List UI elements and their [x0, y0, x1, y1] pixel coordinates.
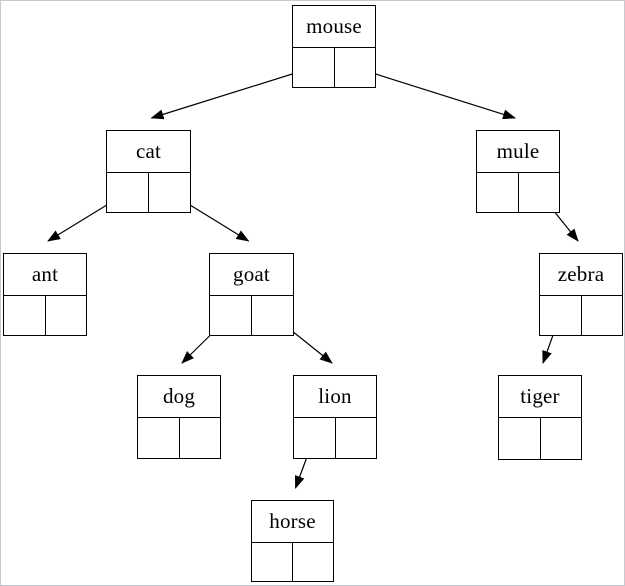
tree-node-goat: goat — [209, 253, 294, 336]
node-label: cat — [107, 131, 190, 173]
right-pointer-cell — [292, 543, 333, 581]
tree-node-horse: horse — [251, 500, 334, 582]
left-pointer-cell — [477, 173, 518, 212]
node-label: mouse — [293, 6, 375, 48]
node-label: goat — [210, 254, 293, 296]
left-pointer-cell — [4, 296, 45, 335]
node-label: mule — [477, 131, 559, 173]
tree-edge-mouse-mule — [354, 66, 516, 120]
node-label: horse — [252, 501, 333, 543]
left-pointer-cell — [293, 48, 334, 87]
right-pointer-cell — [251, 296, 293, 335]
left-pointer-cell — [540, 296, 581, 335]
tree-node-lion: lion — [293, 375, 377, 459]
right-pointer-cell — [333, 48, 376, 87]
left-pointer-cell — [138, 418, 179, 458]
right-pointer-cell — [44, 296, 87, 335]
node-pointer-cells — [499, 418, 581, 459]
node-label: tiger — [499, 376, 581, 418]
right-pointer-cell — [178, 418, 221, 458]
node-pointer-cells — [293, 48, 375, 87]
node-pointer-cells — [540, 296, 622, 335]
right-pointer-cell — [580, 296, 623, 335]
tree-node-zebra: zebra — [539, 253, 623, 336]
tree-node-ant: ant — [3, 253, 87, 336]
node-pointer-cells — [4, 296, 86, 335]
node-pointer-cells — [138, 418, 220, 458]
node-pointer-cells — [210, 296, 293, 335]
left-pointer-cell — [107, 173, 148, 212]
right-pointer-cell — [148, 173, 190, 212]
node-label: lion — [294, 376, 376, 418]
node-pointer-cells — [252, 543, 333, 581]
tree-node-cat: cat — [106, 130, 191, 213]
tree-node-dog: dog — [137, 375, 221, 459]
right-pointer-cell — [334, 418, 377, 458]
right-pointer-cell — [539, 418, 582, 459]
left-pointer-cell — [210, 296, 251, 335]
node-label: dog — [138, 376, 220, 418]
node-pointer-cells — [294, 418, 376, 458]
node-label: ant — [4, 254, 86, 296]
tree-node-mule: mule — [476, 130, 560, 213]
left-pointer-cell — [252, 543, 292, 581]
left-pointer-cell — [294, 418, 335, 458]
left-pointer-cell — [499, 418, 540, 459]
right-pointer-cell — [517, 173, 560, 212]
tree-node-tiger: tiger — [498, 375, 582, 460]
node-pointer-cells — [477, 173, 559, 212]
tree-edge-mouse-cat — [150, 66, 314, 120]
tree-node-mouse: mouse — [292, 5, 376, 88]
node-pointer-cells — [107, 173, 190, 212]
node-label: zebra — [540, 254, 622, 296]
